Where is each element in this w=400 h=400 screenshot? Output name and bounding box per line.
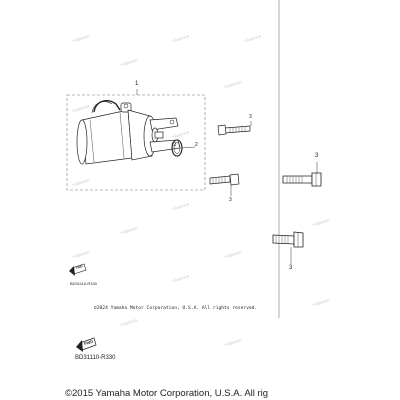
bolt-lower — [209, 173, 240, 186]
starter-motor — [76, 100, 181, 165]
callout-3-right-top: 3 — [315, 153, 319, 159]
callout-3-lower: 3 — [229, 197, 232, 203]
callout-3-right-bottom: 3 — [289, 265, 293, 271]
assembly-dashed-box — [66, 94, 206, 191]
bolt-right-top — [282, 172, 322, 187]
inner-copyright: ©2024 Yamaha Motor Corporation, U.S.A. A… — [94, 306, 258, 311]
outer-part-code: BD31110-R330 — [75, 355, 116, 361]
bolt-upper — [217, 124, 251, 136]
fwd-arrow-icon-inner — [69, 263, 87, 276]
fwd-arrow-icon-outer — [76, 337, 97, 352]
callout-leader-2 — [181, 146, 196, 149]
outer-copyright: ©2015 Yamaha Motor Corporation, U.S.A. A… — [65, 388, 269, 399]
bolt-right-bottom — [272, 231, 304, 248]
callout-3-upper: 3 — [249, 114, 252, 120]
callout-2: 2 — [195, 142, 198, 148]
callout-1: 1 — [135, 81, 139, 87]
inner-part-code: BD31110-R330 — [70, 281, 97, 286]
